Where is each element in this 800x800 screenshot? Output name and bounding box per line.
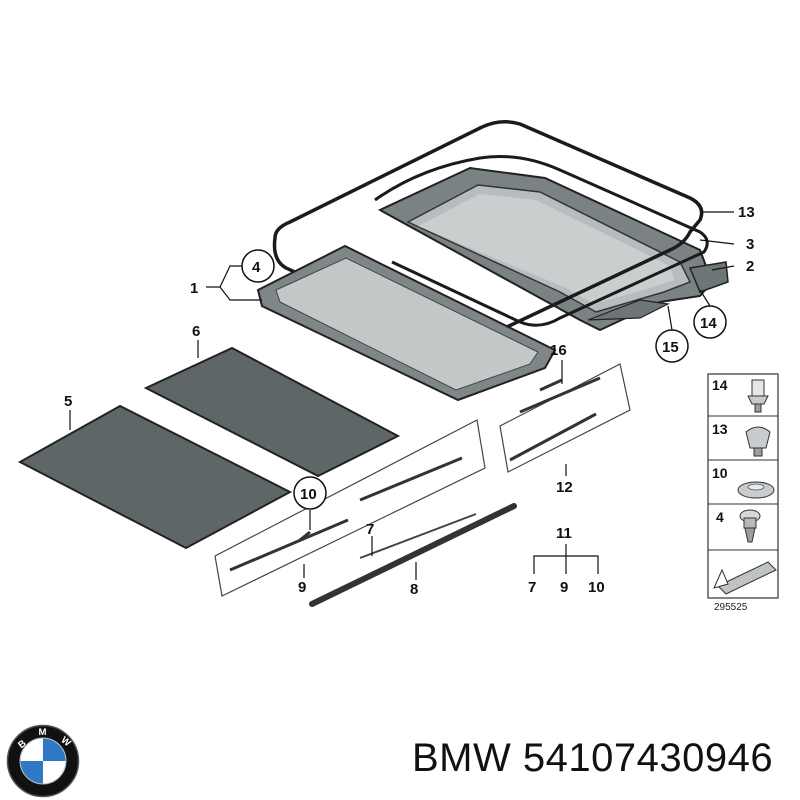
callout-7: 7	[366, 521, 374, 538]
callout-15: 15	[662, 339, 679, 356]
callout-2: 2	[746, 258, 754, 275]
headliner-panel-rear	[143, 346, 401, 478]
callout-10-sub: 10	[588, 579, 605, 596]
glass-panel-front	[256, 244, 557, 402]
brand-name: BMW	[412, 736, 512, 780]
legend-number-13: 13	[712, 421, 728, 437]
seal-inner	[374, 155, 709, 327]
fastener-legend: 14 13 10 4	[707, 373, 779, 599]
callout-13: 13	[738, 204, 755, 221]
guide-rails-left	[229, 456, 463, 572]
small-rod	[359, 513, 477, 559]
callout-circle-10	[293, 476, 327, 510]
svg-text:M: M	[39, 727, 47, 738]
rail-group-box-right	[499, 363, 631, 473]
callout-16: 16	[550, 342, 567, 359]
callout-9: 9	[298, 579, 306, 596]
callout-8: 8	[410, 581, 418, 598]
arrow-symbol-icon	[713, 561, 777, 595]
part-caption: BMW 54107430946	[412, 736, 773, 781]
callout-7-sub: 7	[528, 579, 536, 596]
callout-14: 14	[700, 315, 717, 332]
guide-rails-right	[509, 376, 601, 462]
part-number: 54107430946	[522, 736, 774, 780]
legend-number-4: 4	[716, 509, 724, 525]
callout-4: 4	[252, 259, 261, 276]
expanding-rivet-icon	[747, 379, 769, 413]
rail-group-box-left	[214, 419, 486, 597]
washer-cap-icon	[737, 481, 775, 499]
leader-lines	[69, 211, 735, 580]
headliner-panel-front	[17, 404, 293, 550]
callout-3: 3	[746, 236, 754, 253]
seal-strip	[309, 503, 517, 607]
torx-screw-icon	[739, 509, 761, 543]
callout-10: 10	[300, 486, 317, 503]
legend-number-10: 10	[712, 465, 728, 481]
callout-6: 6	[192, 323, 200, 340]
callout-12: 12	[556, 479, 573, 496]
diagram-reference-number: 295525	[714, 602, 748, 613]
callout-11: 11	[556, 525, 572, 542]
legend-number-14: 14	[712, 377, 728, 393]
callout-9-sub: 9	[560, 579, 568, 596]
callout-5: 5	[64, 393, 72, 410]
callout-1: 1	[190, 280, 198, 297]
clip-nut-icon	[745, 426, 771, 457]
bmw-logo: B M W	[6, 724, 80, 798]
